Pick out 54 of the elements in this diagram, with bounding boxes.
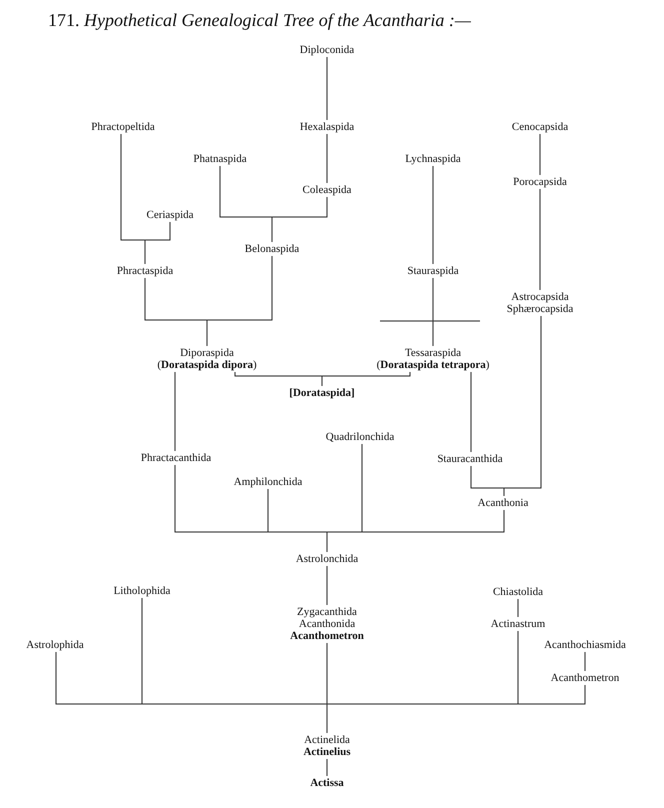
taxon-name: Hexalaspida [300, 121, 354, 133]
branch-line [144, 222, 170, 264]
taxon-name: Actinelius [303, 746, 351, 758]
taxon-name: Cenocapsida [512, 121, 568, 133]
branch-line [326, 134, 328, 184]
branch-line [504, 316, 542, 496]
branch-line [322, 372, 410, 386]
branch-line [326, 566, 328, 606]
taxon-name: Zygacanthida [296, 606, 358, 618]
taxon-name: Phractacanthida [140, 452, 212, 464]
taxon-name: Actinelida [303, 734, 351, 746]
branch-line [326, 56, 328, 120]
taxon-name: Coleaspida [302, 184, 352, 196]
taxon-name: [Dorataspida] [289, 387, 355, 399]
taxon-name: Acanthonia [478, 497, 528, 509]
taxon-name: Porocapsida [513, 176, 567, 188]
taxon-name: Diporaspida [179, 347, 235, 359]
taxon-name: Phractopeltida [91, 121, 155, 133]
taxon-name: Acanthochiasmida [544, 639, 626, 651]
taxon-name: Astrolonchida [296, 553, 358, 565]
branch-line [174, 372, 176, 452]
branch-line [432, 166, 434, 264]
branch-line [220, 166, 272, 242]
taxon-name: Phractaspida [116, 265, 174, 277]
taxon-name: Chiastolida [492, 586, 544, 598]
taxon-name: Actinastrum [490, 618, 546, 630]
branch-line [326, 510, 504, 552]
branch-line [326, 758, 328, 776]
branch-line [326, 684, 586, 734]
branch-line [432, 278, 434, 346]
taxon-name: (Dorataspida dipora) [157, 359, 257, 371]
taxon-name: Actissa [310, 777, 344, 789]
taxon-name: Amphilonchida [234, 476, 302, 488]
taxon-name: Tessaraspida [404, 347, 462, 359]
taxon-name: Phatnaspida [193, 153, 247, 165]
taxon-name: Belonaspida [244, 243, 300, 255]
figure-title: 171. Hypothetical Genealogical Tree of the Acantharia :— [48, 10, 471, 31]
branch-line [206, 256, 272, 346]
taxon-name: Lychnaspida [405, 153, 461, 165]
taxon-name: Ceriaspida [146, 209, 194, 221]
taxon-name: Quadrilonchida [326, 431, 394, 443]
branch-line [584, 652, 586, 672]
taxon-name: Litholophida [114, 585, 170, 597]
taxon-name: Stauracanthida [437, 453, 503, 465]
taxon-name: Acanthometron [290, 630, 364, 642]
taxon-name: Stauraspida [407, 265, 459, 277]
taxon-name: Diploconida [300, 44, 354, 56]
taxon-name: Astrolophida [26, 639, 84, 651]
taxon-name: Acanthonida [298, 618, 356, 630]
branch-line [470, 372, 472, 452]
taxon-name: Sphærocapsida [506, 303, 574, 315]
taxon-name: (Dorataspida tetrapora) [376, 359, 490, 371]
taxon-name: Acanthometron [550, 672, 620, 684]
taxon-name: Astrocapsida [510, 291, 570, 303]
